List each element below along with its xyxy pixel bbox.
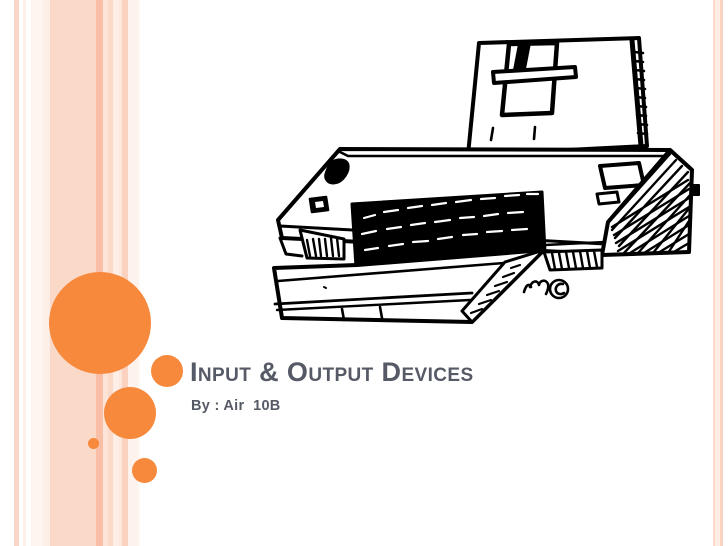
circle-xsmall [131,457,157,483]
stripe-left-14 [138,0,140,546]
stripe-right-2 [720,0,723,546]
stripe-left-1 [19,0,23,546]
stripe-right-0 [713,0,715,546]
stripe-right-1 [715,0,720,546]
circle-small [151,355,183,387]
circle-large [49,272,151,374]
page-title: Input & Output Devices [190,357,474,387]
stripe-left-10 [113,0,119,546]
stripe-left-5 [43,0,50,546]
stripe-left-0 [14,0,19,546]
stripe-left-3 [26,0,31,546]
stripe-left-12 [122,0,128,546]
stripe-left-11 [119,0,122,546]
circle-medium [104,387,156,439]
printer-illustration [272,22,704,334]
right-stripe-decoration [708,0,728,546]
circle-tiny [87,437,99,449]
slide-subtitle: By : Air 10B [191,398,281,415]
stripe-left-13 [128,0,138,546]
stripe-left-4 [31,0,43,546]
stripe-left-2 [23,0,26,546]
title-block: Input & Output Devices By : Air 10B [190,357,690,415]
